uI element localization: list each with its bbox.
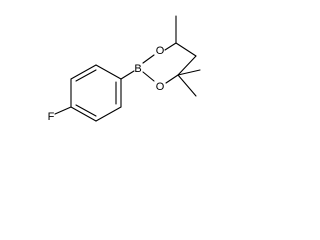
fluorine-atom-label: F xyxy=(48,111,55,123)
ring-bond-bottom-right xyxy=(95,106,122,122)
quaternary-carbon-oxygen-lower-bond xyxy=(165,74,179,84)
carbon-boron-bond xyxy=(120,70,135,80)
oxygen-upper-atom-label: O xyxy=(156,45,165,57)
ring-double-bond-upper xyxy=(75,69,97,82)
methylene-quaternary-carbon-bond xyxy=(177,55,197,76)
boron-oxygen-upper-bond xyxy=(142,54,155,64)
upper-carbon-methylene-bond xyxy=(175,42,197,57)
benzene-ring xyxy=(70,64,122,122)
oxygen-lower-atom-label: O xyxy=(156,81,165,93)
boron-oxygen-lower-bond xyxy=(142,71,155,82)
structure-diagram: F B O O xyxy=(48,15,201,123)
ring-double-bond-lower xyxy=(75,104,97,117)
boron-atom-label: B xyxy=(134,63,141,75)
dioxaborinane-ring xyxy=(142,15,201,97)
methyl-bond-right xyxy=(177,69,201,76)
carbon-fluorine-bond xyxy=(54,106,72,115)
ring-bond-top-right xyxy=(95,64,122,80)
ring-bond-bottom-left xyxy=(70,106,97,122)
oxygen-upper-carbon-bond xyxy=(164,42,177,51)
methyl-bond-bottom xyxy=(177,74,197,97)
ring-bond-top-left xyxy=(70,64,97,80)
